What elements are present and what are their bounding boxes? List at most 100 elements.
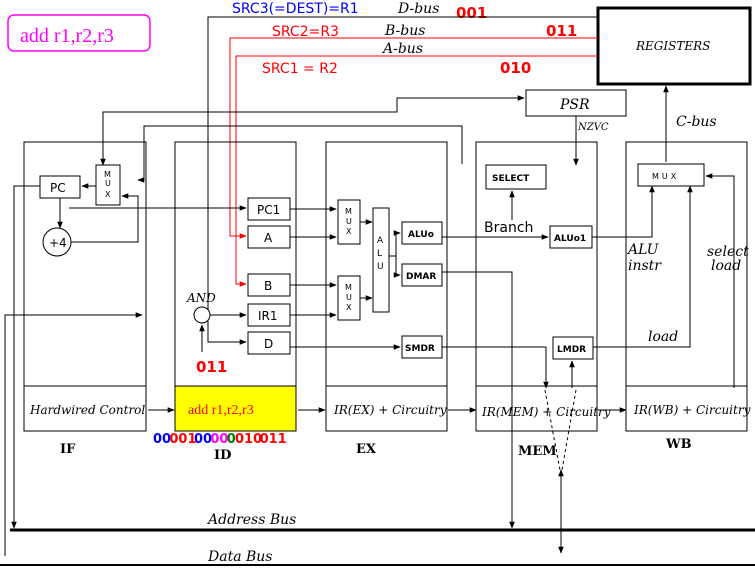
- and-gate: [193, 306, 211, 324]
- alu-instr-line2: instr: [628, 258, 662, 274]
- instruction-badge: add r1,r2,r3: [20, 25, 114, 47]
- select-label: SELECT: [492, 174, 530, 184]
- aluo1-to-wb-mux: [592, 185, 655, 238]
- b-bus-code: 011: [546, 22, 577, 40]
- and-label: AND: [186, 291, 216, 305]
- registers-box: [596, 6, 752, 86]
- b-bus-label: B-bus: [384, 23, 425, 39]
- aluo-label: ALUo: [408, 230, 434, 240]
- if-mux-x: X: [105, 190, 111, 199]
- alu-u: U: [377, 262, 384, 272]
- ex-stage-frame: [325, 141, 448, 432]
- d-bus-code: 001: [456, 4, 487, 22]
- psr-box: [525, 89, 627, 117]
- lmdr-to-wb-mux: [593, 185, 693, 348]
- encoding-segment: 001: [169, 432, 196, 447]
- alu-l: L: [377, 249, 382, 259]
- lmdr-register: [552, 336, 594, 360]
- pc1-label: PC1: [257, 203, 280, 217]
- ex-bottom-label: IR(EX) + Circuitry: [333, 403, 447, 417]
- dmar-label: DMAR: [406, 272, 436, 282]
- alu-to-aluo: [389, 230, 401, 257]
- aluo-register: [401, 221, 443, 245]
- dmar-register: [401, 263, 443, 287]
- alu-a: A: [377, 236, 384, 246]
- and-code: 011: [196, 358, 227, 376]
- instruction-badge-frame: [7, 14, 151, 52]
- select-load-line: [705, 173, 735, 388]
- a-bus-line: [235, 55, 598, 287]
- wb-stage-label: WB: [665, 437, 692, 452]
- branch-feed-line: [137, 125, 463, 183]
- ex-mux1-m: M: [345, 207, 352, 216]
- d-register: [247, 331, 291, 355]
- encoding-segment: 010: [235, 432, 262, 447]
- alu-instr-line1: ALU: [626, 242, 660, 258]
- psr-label: PSR: [559, 97, 590, 113]
- wb-mux-label: MUX: [652, 172, 679, 181]
- d-label: D: [264, 337, 273, 351]
- mem-stage-label: MEM: [518, 444, 557, 459]
- id-bottom-fill: [174, 385, 297, 432]
- mem-dash-left: [544, 389, 561, 471]
- a-bus-label: A-bus: [381, 41, 423, 57]
- if-stage-label: IF: [60, 442, 76, 457]
- load-label: load: [648, 329, 678, 345]
- pc-label: PC: [50, 181, 66, 195]
- smdr-label: SMDR: [405, 344, 435, 354]
- select-load-line2: load: [711, 258, 741, 274]
- wb-stage-frame: [625, 141, 748, 432]
- wb-bottom-label: IR(WB) + Circuitry: [633, 403, 751, 417]
- mem-stage-frame: [475, 141, 598, 432]
- ex-mux2-u: U: [346, 293, 352, 302]
- mem-dash-right: [561, 389, 577, 471]
- id-bottom-label: add r1,r2,r3: [188, 403, 254, 418]
- ex-mux2-m: M: [345, 283, 352, 292]
- a-bus-code: 010: [500, 59, 531, 77]
- data-bus-to-if: [4, 312, 143, 556]
- psr-feed-line: [100, 95, 525, 166]
- if-mux-u: U: [105, 179, 111, 188]
- nzvc-label: NZVC: [577, 122, 609, 133]
- wb-mux: [637, 163, 705, 187]
- if-mux: [95, 164, 121, 206]
- alu-to-dmar: [393, 256, 401, 278]
- encoding-segment: 00: [210, 432, 228, 447]
- pc-to-address-bus: [11, 185, 40, 529]
- mem-bottom-label: IR(MEM) + Circuitry: [481, 405, 611, 419]
- a-label: A: [264, 231, 273, 245]
- id-stage-label: ID: [214, 448, 231, 463]
- if-bottom-label: Hardwired Control: [29, 403, 145, 417]
- src3-label: SRC3(=DEST)=R1: [232, 1, 359, 17]
- ex-mux1-x: X: [346, 227, 352, 236]
- if-mux-m: M: [104, 170, 111, 179]
- registers-label: REGISTERS: [635, 39, 710, 53]
- d-bus-line: [207, 16, 598, 345]
- aluo1-label: ALUo1: [554, 234, 586, 244]
- dmar-to-address-bus: [442, 271, 515, 529]
- smdr-to-data-bus: [442, 346, 549, 389]
- alu-unit: [372, 207, 390, 313]
- data-bus-label: Data Bus: [207, 549, 272, 565]
- lmdr-label: LMDR: [557, 345, 586, 355]
- if-stage-frame: [23, 141, 147, 432]
- ex-mux1-u: U: [346, 217, 352, 226]
- address-bus-label: Address Bus: [206, 512, 296, 528]
- select-box: [485, 164, 547, 190]
- select-load-line1: select: [707, 244, 749, 260]
- adder-to-mux: [71, 193, 139, 243]
- src2-label: SRC2=R3: [272, 24, 339, 40]
- c-bus-label: C-bus: [676, 114, 717, 130]
- src1-label: SRC1 = R2: [262, 61, 338, 77]
- branch-label: Branch: [484, 220, 533, 236]
- encoding-segment: 00: [153, 432, 171, 447]
- ex-stage-label: EX: [356, 442, 377, 457]
- encoding-segment: 00: [194, 432, 212, 447]
- encoding-segment: 011: [260, 432, 287, 447]
- d-bus-label: D-bus: [397, 1, 439, 17]
- ex-mux2-x: X: [346, 303, 352, 312]
- b-label: B: [264, 279, 272, 293]
